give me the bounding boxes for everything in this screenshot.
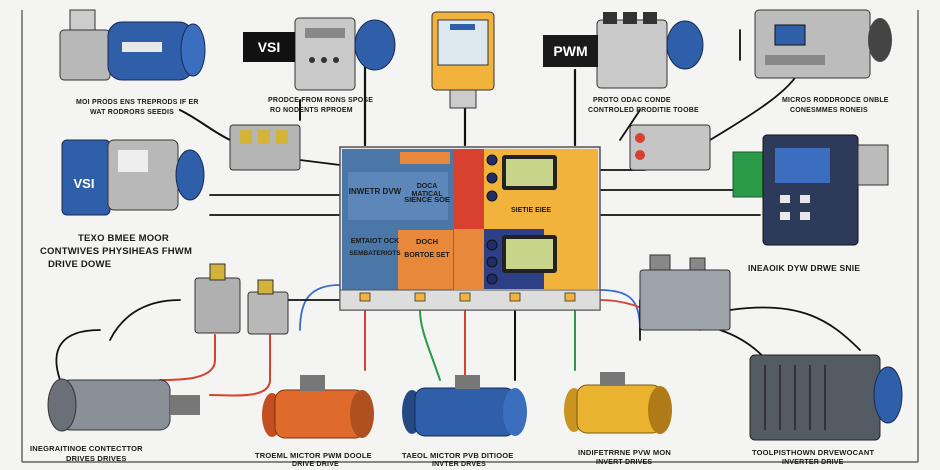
frame-lines	[21, 10, 919, 463]
vsi-tag-top: VSI	[243, 32, 295, 62]
panel-blue-text-1: DOCA MATICAL	[411, 183, 443, 198]
panel-yellow-text: SIETIE EIEE	[510, 207, 552, 214]
label-left-2: CONTWIVES PHYSIHEAS FHWM	[40, 246, 193, 257]
label-bottom-4a: INDIFETRRNE PVW MON	[578, 448, 671, 457]
relay-module-left	[229, 124, 301, 171]
bottom-motor-yellow	[564, 372, 672, 434]
panel-orange-text-1: DOCH	[415, 237, 439, 246]
label-bottom-3a: TAEOL MICTOR PVB DITIOOE	[402, 451, 514, 460]
bottom-motor-blue	[402, 375, 527, 437]
right-inverter-unit	[732, 134, 889, 246]
label-top-center-2: RO NODENTS RPROEM	[270, 107, 353, 114]
label-bottom-1b: DRIVES DRIVES	[66, 454, 127, 463]
top-center-display-unit	[431, 11, 495, 109]
panel-blue-text-4: SEMBATERIOTS	[349, 250, 401, 257]
label-top-left-1: MOI PRODS ENS TREPRODS IF ER	[76, 99, 199, 106]
label-left-1: TEXO BMEE MOOR	[78, 233, 169, 244]
top-right-inverter	[754, 9, 892, 79]
label-top-center-1: PRODCE FROM RONS SPOSE	[268, 97, 374, 104]
pwm-tag-top: PWM	[543, 35, 598, 67]
lower-right-contactor	[639, 254, 731, 331]
label-top-right-1: PROTO ODAC CONDE	[593, 97, 671, 104]
top-left-motor	[59, 9, 206, 81]
label-left-3: DRIVE DOWE	[48, 259, 112, 270]
panel-red-strip	[454, 149, 484, 229]
label-top-right-2: CONTROLED PRODITIE TOOBE	[588, 107, 699, 114]
label-top-far-right-2: CONESMMES RONEIS	[790, 107, 868, 114]
label-bottom-2b: DRIVE DRIVE	[292, 461, 339, 468]
central-control-panel	[339, 146, 601, 311]
bottom-motor-grey	[47, 378, 200, 432]
top-vsi-drive	[294, 17, 396, 91]
label-bottom-4b: INVERT DRIVES	[596, 459, 653, 466]
panel-orange-text-2: BORTOE SET	[404, 252, 450, 259]
panel-blue-text-3: EMTAIOT OCK	[350, 238, 400, 245]
vsi-tag-left: VSI	[64, 168, 104, 198]
panel-orange-section	[398, 230, 453, 290]
label-bottom-5b: INVERTER DRIVE	[782, 459, 844, 466]
top-pwm-drive	[596, 12, 704, 89]
label-right-mid: INEAOIK DYW DRWE SNIE	[748, 263, 861, 273]
label-top-far-right-1: MICROS RODDRODCE ONBLE	[782, 97, 889, 104]
relay-module-right	[629, 124, 711, 171]
label-bottom-3b: INVTER DRVES	[432, 461, 487, 468]
bottom-inverter-box	[749, 354, 903, 441]
panel-blue-title: INWETR DVW	[348, 187, 402, 196]
label-bottom-2a: TROEML MICTOR PWM DOOLE	[255, 451, 372, 460]
bottom-motor-orange	[262, 375, 374, 439]
lower-relay-left	[194, 263, 289, 335]
label-bottom-1a: INEGRAITINOE CONTECTTOR	[30, 444, 143, 453]
label-bottom-5a: TOOLPISTHOWN DRVEWOCANT	[752, 448, 875, 457]
label-top-left-2: WAT RODRORS SEEDIS	[90, 109, 174, 116]
panel-blue-text-2: SIENCE SOE	[404, 195, 450, 204]
